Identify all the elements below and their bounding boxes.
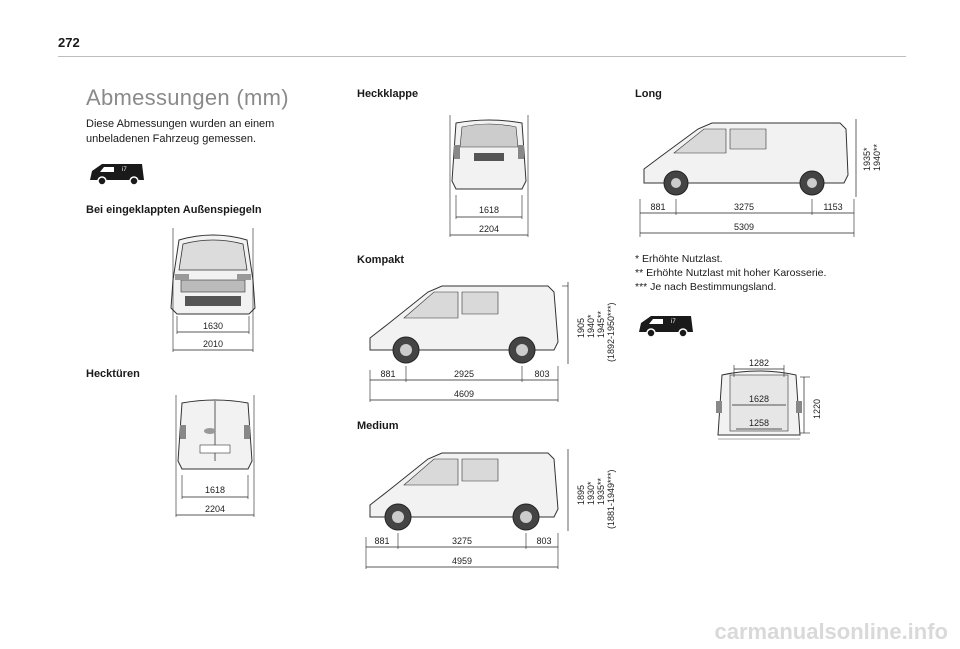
heading-long: Long [635, 88, 662, 100]
van-icon: i7 [90, 164, 144, 186]
compact-side-diagram: 1905 1940* 1945** (1892-1950***) 881 292… [369, 282, 616, 402]
compact-height-4: (1892-1950***) [606, 302, 616, 362]
rear-doors-diagram: 1618 2204 [175, 395, 255, 517]
heading-medium: Medium [357, 420, 399, 432]
long-rear-dim: 1153 [823, 202, 842, 212]
long-height-1: 1935* [862, 147, 872, 171]
heading-mirrors: Bei eingeklappten Außenspiegeln [86, 204, 262, 216]
heading-compact: Kompakt [357, 254, 405, 266]
note-3: *** Je nach Bestimmungsland. [635, 281, 777, 293]
long-wheelbase-dim: 3275 [734, 202, 754, 212]
intro-text: Diese Abmessungen wurden an einem unbela… [86, 118, 275, 145]
svg-text:i7: i7 [122, 167, 127, 173]
header-rule [58, 56, 906, 57]
van-icon: i7 [639, 316, 693, 338]
tailgate-diagram: 1618 2204 [449, 115, 529, 237]
compact-height-1: 1905 [576, 318, 586, 338]
tailgate-outer-dim: 2204 [479, 224, 499, 234]
note-2: ** Erhöhte Nutzlast mit hoher Karosserie… [635, 267, 827, 279]
compact-rear-dim: 803 [534, 369, 549, 379]
cargo-low-dim: 1258 [749, 418, 769, 428]
medium-front-dim: 881 [374, 536, 389, 546]
front-view-diagram: 1630 2010 [170, 228, 256, 352]
compact-height-3: 1945** [596, 310, 606, 338]
medium-height-4: (1881-1949***) [606, 469, 616, 529]
mirrors-inner-dim: 1630 [203, 321, 223, 331]
medium-height-3: 1935** [596, 477, 606, 505]
medium-height-1: 1895 [576, 485, 586, 505]
cargo-mid-dim: 1628 [749, 394, 769, 404]
long-front-dim: 881 [650, 202, 665, 212]
heading-rear-doors: Hecktüren [86, 368, 140, 380]
rear-doors-outer-dim: 2204 [205, 504, 225, 514]
compact-height-2: 1940* [586, 314, 596, 338]
medium-side-diagram: 1895 1930* 1935** (1881-1949***) 881 327… [365, 449, 616, 569]
medium-height-2: 1930* [586, 481, 596, 505]
page-number: 272 [58, 35, 80, 50]
note-1: * Erhöhte Nutzlast. [635, 253, 723, 265]
tailgate-inner-dim: 1618 [479, 205, 499, 215]
cargo-top-dim: 1282 [749, 358, 769, 368]
footer-watermark: carmanualsonline.info [714, 619, 949, 644]
medium-rear-dim: 803 [536, 536, 551, 546]
heading-tailgate: Heckklappe [357, 88, 419, 100]
medium-total-dim: 4959 [452, 556, 472, 566]
compact-front-dim: 881 [380, 369, 395, 379]
cargo-height-dim: 1220 [812, 399, 822, 419]
compact-total-dim: 4609 [454, 389, 474, 399]
mirrors-outer-dim: 2010 [203, 339, 223, 349]
page-title: Abmessungen (mm) [86, 85, 289, 110]
compact-wheelbase-dim: 2925 [454, 369, 474, 379]
long-height-2: 1940** [872, 143, 882, 171]
svg-text:i7: i7 [671, 319, 676, 325]
rear-doors-inner-dim: 1618 [205, 485, 225, 495]
cargo-opening-diagram: 1282 1628 1258 1220 [716, 358, 822, 440]
long-total-dim: 5309 [734, 222, 754, 232]
medium-wheelbase-dim: 3275 [452, 536, 472, 546]
long-side-diagram: 1935* 1940** 881 3275 1153 5309 [639, 119, 882, 237]
